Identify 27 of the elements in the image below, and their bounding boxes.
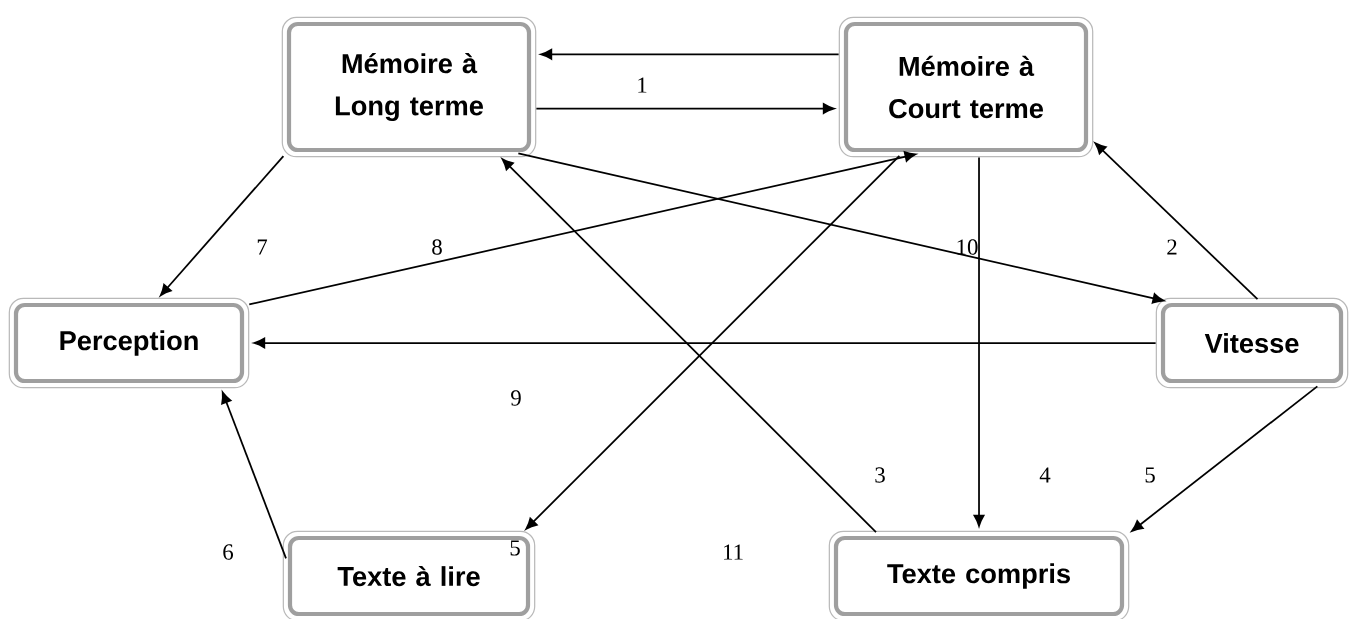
arrow — [1131, 385, 1319, 532]
callout-number: 1 — [638, 77, 647, 93]
arrow — [159, 155, 285, 297]
callout-number: 5 — [1145, 467, 1155, 483]
arrow — [540, 48, 840, 60]
process-box: Texte compris — [828, 530, 1130, 619]
arrow — [517, 152, 1165, 304]
arrow — [248, 151, 917, 306]
process-box: Mémoire à Court terme — [838, 16, 1094, 158]
arrow — [973, 156, 985, 527]
process-box: Perception — [8, 297, 250, 389]
callout-number: 7 — [257, 239, 268, 255]
callout-number: 9 — [511, 390, 521, 406]
process-box: Vitesse — [1155, 297, 1349, 389]
callout-number: 11 — [724, 544, 743, 560]
callout-number: 2 — [1167, 239, 1177, 255]
arrow — [535, 103, 835, 114]
callout-number: 4 — [1039, 467, 1051, 483]
arrow — [1094, 142, 1259, 301]
arrow — [253, 337, 1157, 349]
callout-number: 10 — [957, 239, 978, 255]
process-box: Mémoire à Long terme — [281, 16, 537, 158]
arrow — [221, 391, 287, 560]
callout-number: 6 — [223, 544, 234, 560]
callout-number: 8 — [432, 239, 442, 255]
callout-number: 3 — [875, 467, 885, 483]
callout-number: 5 — [510, 540, 520, 556]
